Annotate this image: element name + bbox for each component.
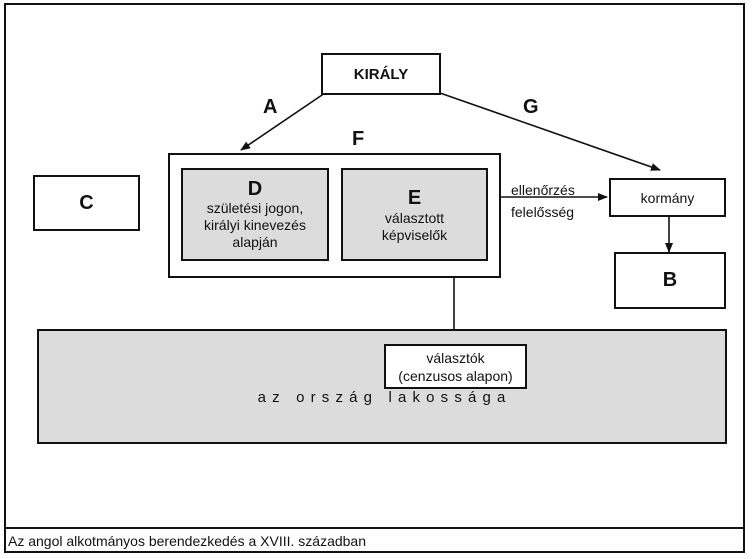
arrow-king-to-parliament xyxy=(240,92,326,151)
lords-line-3: alapján xyxy=(232,234,278,250)
king-label: KIRÁLY xyxy=(353,65,409,83)
commons-line-1: választott xyxy=(384,209,445,226)
letter-a: A xyxy=(263,96,278,118)
commons-line-2: képviselők xyxy=(381,226,448,243)
figure-caption: Az angol alkotmányos berendezkedés a XVI… xyxy=(8,533,366,549)
electors-line-1: választók xyxy=(426,349,485,366)
commons-box: E választott képviselők xyxy=(341,168,488,261)
population-label: a z o r s z á g l a k o s s á g a xyxy=(257,389,507,406)
electors-box: választók (cenzusos alapon) xyxy=(384,344,527,389)
lords-line-2: királyi kinevezés xyxy=(204,217,306,233)
lords-box: D születési jogon, királyi kinevezés ala… xyxy=(181,168,329,261)
arrow-king-to-government xyxy=(439,92,661,171)
c-label: C xyxy=(79,191,94,214)
c-box: C xyxy=(33,175,140,231)
responsibility-label: felelősség xyxy=(511,204,575,220)
b-label: B xyxy=(662,269,678,291)
population-box: a z o r s z á g l a k o s s á g a xyxy=(37,329,727,444)
king-box: KIRÁLY xyxy=(321,53,441,95)
government-box: kormány xyxy=(609,178,726,217)
caption-divider xyxy=(4,527,745,529)
diagram-frame xyxy=(4,3,745,553)
letter-g: G xyxy=(523,96,539,118)
control-label: ellenőrzés xyxy=(511,182,575,198)
electors-line-2: (cenzusos alapon) xyxy=(398,367,513,384)
e-label: E xyxy=(407,186,422,209)
government-label: kormány xyxy=(640,189,695,206)
lords-line-1: születési jogon, xyxy=(206,200,304,216)
b-box: B xyxy=(614,252,726,309)
d-label: D xyxy=(247,178,263,200)
letter-f: F xyxy=(352,128,365,150)
